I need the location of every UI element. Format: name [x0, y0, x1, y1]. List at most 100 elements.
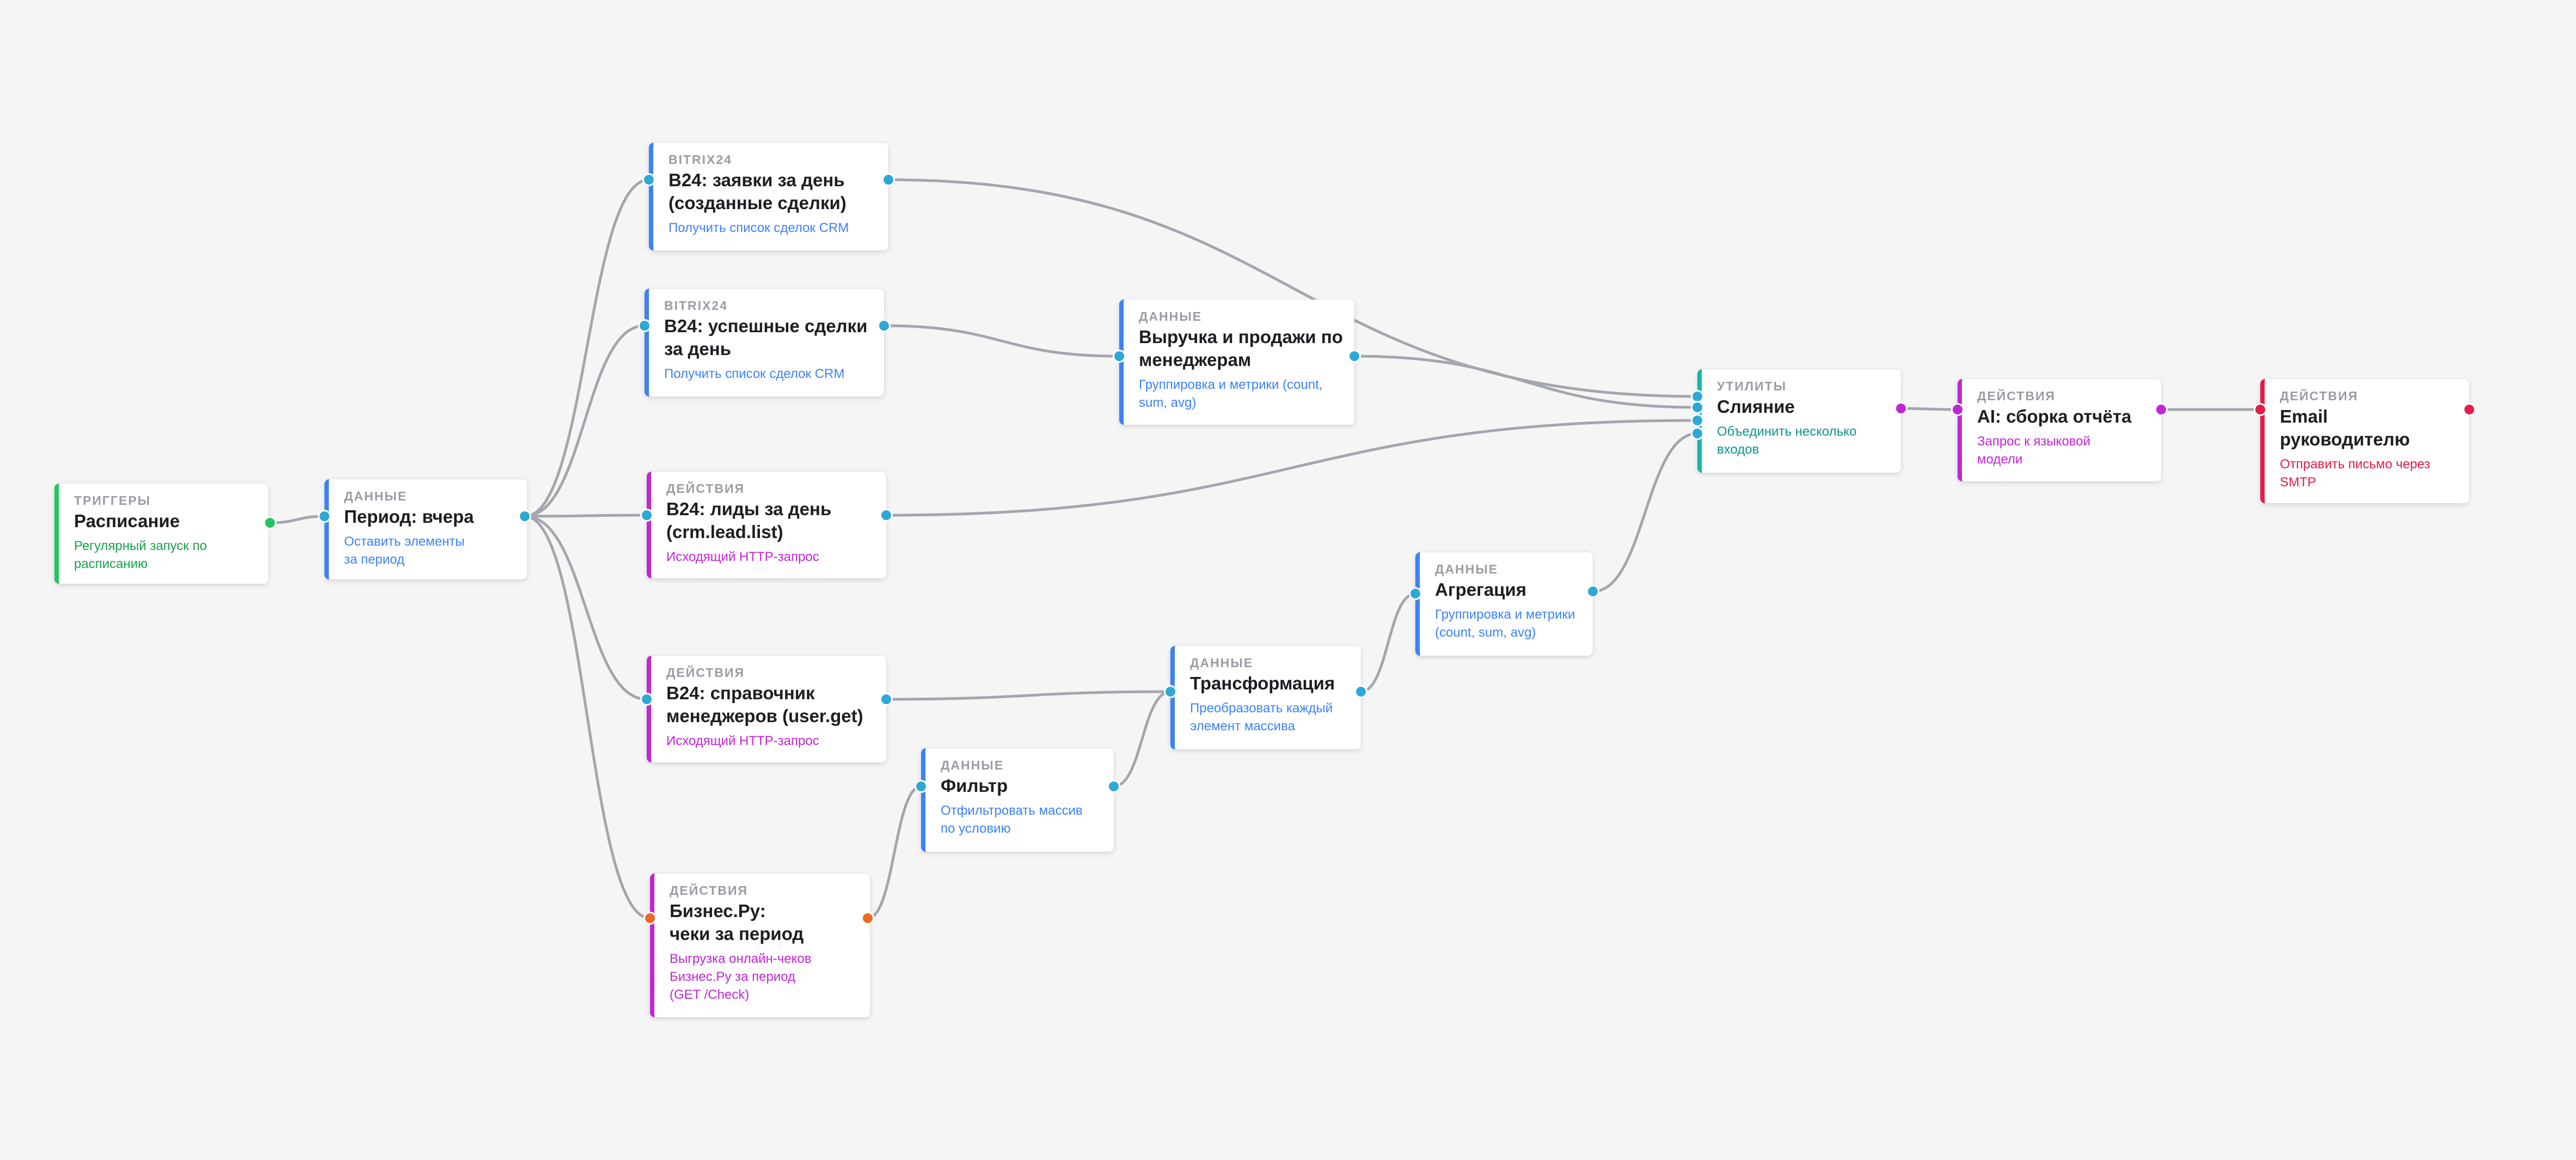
- node-title: B24: успешные сделки за день: [664, 316, 868, 359]
- port-deals-out[interactable]: [882, 173, 895, 186]
- port-merge-out[interactable]: [1894, 402, 1908, 415]
- port-period-in[interactable]: [318, 510, 331, 523]
- edge-leads-merge: [886, 419, 1698, 517]
- port-leads-out[interactable]: [880, 509, 893, 522]
- port-business-in[interactable]: [643, 912, 657, 925]
- node-email[interactable]: ДЕЙСТВИЯ Email руководителю Отправить пи…: [2260, 379, 2469, 503]
- node-b24-leads[interactable]: ДЕЙСТВИЯ B24: лиды за день (crm.lead.lis…: [647, 472, 886, 578]
- port-success-in[interactable]: [638, 319, 651, 332]
- node-description: Отправить письмо через SMTP: [2280, 457, 2431, 490]
- node-aggregate[interactable]: ДАННЫЕ Агрегация Группировка и метрики (…: [1415, 552, 1593, 656]
- node-category: ДЕЙСТВИЯ: [666, 666, 745, 680]
- port-managers-in[interactable]: [640, 693, 653, 706]
- node-title: Email руководителю: [2280, 406, 2410, 449]
- node-title: Выручка и продажи по менеджерам: [1139, 327, 1343, 370]
- port-business-out[interactable]: [861, 912, 874, 925]
- port-merge-in-4[interactable]: [1691, 427, 1704, 440]
- node-transform[interactable]: ДАННЫЕ Трансформация Преобразовать кажды…: [1170, 646, 1361, 749]
- edge-schedule-period: [269, 515, 325, 524]
- node-description: Исходящий HTTP-запрос: [666, 734, 819, 748]
- port-merge-in-3[interactable]: [1691, 414, 1704, 427]
- edge-aggregate-merge: [1592, 432, 1698, 593]
- node-category: ДАННЫЕ: [941, 758, 1004, 772]
- node-category: ТРИГГЕРЫ: [74, 493, 151, 508]
- node-description: Группировка и метрики (count, sum, avg): [1435, 607, 1575, 640]
- node-title: Слияние: [1717, 396, 1795, 417]
- node-title: Фильтр: [941, 776, 1008, 796]
- edge-business-filter: [867, 785, 922, 920]
- edge-period-managers: [524, 515, 647, 701]
- node-category: УТИЛИТЫ: [1717, 379, 1787, 393]
- port-revenue-in[interactable]: [1113, 350, 1126, 363]
- node-category: ДАННЫЕ: [1139, 309, 1203, 323]
- node-title: B24: лиды за день (crm.lead.list): [666, 499, 832, 542]
- port-managers-out[interactable]: [880, 693, 893, 706]
- node-category: BITRIX24: [668, 152, 732, 167]
- node-category: BITRIX24: [664, 298, 728, 313]
- node-title: B24: заявки за день (созданные сделки): [668, 170, 847, 213]
- edge-managers-transform: [886, 690, 1171, 701]
- port-success-out[interactable]: [878, 319, 891, 332]
- node-title: Трансформация: [1190, 673, 1335, 693]
- node-title: AI: сборка отчёта: [1977, 406, 2132, 426]
- node-title: Агрегация: [1435, 579, 1527, 600]
- node-b24-deals[interactable]: BITRIX24 B24: заявки за день (созданные …: [649, 143, 888, 251]
- edge-period-leads: [524, 514, 647, 518]
- node-title: Период: вчера: [344, 506, 474, 527]
- node-description: Объединить несколько входов: [1717, 424, 1857, 457]
- node-category: ДАННЫЕ: [1190, 656, 1254, 670]
- node-category: ДАННЫЕ: [1435, 562, 1499, 576]
- port-transform-out[interactable]: [1354, 685, 1367, 698]
- node-description: Запрос к языковой модели: [1977, 434, 2090, 467]
- edge-period-business: [524, 515, 651, 920]
- port-ai-in[interactable]: [1951, 403, 1964, 416]
- node-category: ДЕЙСТВИЯ: [2280, 389, 2359, 403]
- edge-revenue-merge: [1354, 355, 1698, 409]
- port-ai-out[interactable]: [2155, 403, 2168, 416]
- node-description: Выгрузка онлайн-чеков Бизнес.Ру за перио…: [670, 951, 812, 1002]
- edge-success-revenue: [884, 324, 1120, 358]
- node-title: Расписание: [74, 511, 180, 531]
- node-schedule[interactable]: ТРИГГЕРЫ Расписание Регулярный запуск по…: [54, 484, 268, 584]
- node-filter[interactable]: ДАННЫЕ Фильтр Отфильтровать массив по ус…: [921, 748, 1114, 852]
- node-revenue-by-managers[interactable]: ДАННЫЕ Выручка и продажи по менеджерам Г…: [1119, 300, 1354, 425]
- edge-transform-aggregate: [1360, 592, 1416, 693]
- edge-period-success: [524, 324, 645, 518]
- port-filter-in[interactable]: [915, 780, 928, 793]
- port-transform-in[interactable]: [1164, 685, 1177, 698]
- node-description: Получить список сделок CRM: [664, 367, 845, 381]
- edge-filter-transform: [1113, 690, 1171, 788]
- node-description: Отфильтровать массив по условию: [941, 803, 1083, 836]
- node-description: Преобразовать каждый элемент массива: [1190, 701, 1333, 734]
- node-ai-report[interactable]: ДЕЙСТВИЯ AI: сборка отчёта Запрос к язык…: [1958, 379, 2161, 481]
- port-filter-out[interactable]: [1107, 780, 1120, 793]
- port-email-out[interactable]: [2463, 403, 2476, 416]
- node-title: B24: справочник менеджеров (user.get): [666, 683, 863, 726]
- edge-period-deals: [524, 178, 649, 518]
- port-email-in[interactable]: [2254, 403, 2267, 416]
- node-description: Получить список сделок CRM: [668, 221, 849, 235]
- node-b24-managers[interactable]: ДЕЙСТВИЯ B24: справочник менеджеров (use…: [647, 656, 886, 762]
- port-schedule-out[interactable]: [263, 516, 277, 529]
- node-b24-success-deals[interactable]: BITRIX24 B24: успешные сделки за день По…: [645, 289, 884, 396]
- node-category: ДАННЫЕ: [344, 489, 408, 503]
- port-aggregate-in[interactable]: [1409, 587, 1422, 600]
- port-aggregate-out[interactable]: [1586, 585, 1599, 598]
- node-period[interactable]: ДАННЫЕ Период: вчера Оставить элементы з…: [324, 479, 527, 579]
- port-leads-in[interactable]: [640, 509, 653, 522]
- node-business-ru[interactable]: ДЕЙСТВИЯ Бизнес.Ру: чеки за период Выгру…: [650, 874, 870, 1017]
- edge-merge-ai: [1900, 407, 1958, 411]
- port-period-out[interactable]: [518, 510, 531, 523]
- port-deals-in[interactable]: [642, 173, 655, 186]
- node-merge[interactable]: УТИЛИТЫ Слияние Объединить несколько вхо…: [1697, 369, 1901, 473]
- node-title: Бизнес.Ру: чеки за период: [670, 901, 804, 944]
- node-category: ДЕЙСТВИЯ: [1977, 389, 2056, 403]
- node-description: Оставить элементы за период: [344, 534, 465, 567]
- node-description: Исходящий HTTP-запрос: [666, 550, 819, 564]
- node-category: ДЕЙСТВИЯ: [666, 481, 745, 496]
- port-merge-in-2[interactable]: [1691, 401, 1704, 414]
- node-description: Регулярный запуск по расписанию: [74, 539, 207, 571]
- port-revenue-out[interactable]: [1348, 350, 1361, 363]
